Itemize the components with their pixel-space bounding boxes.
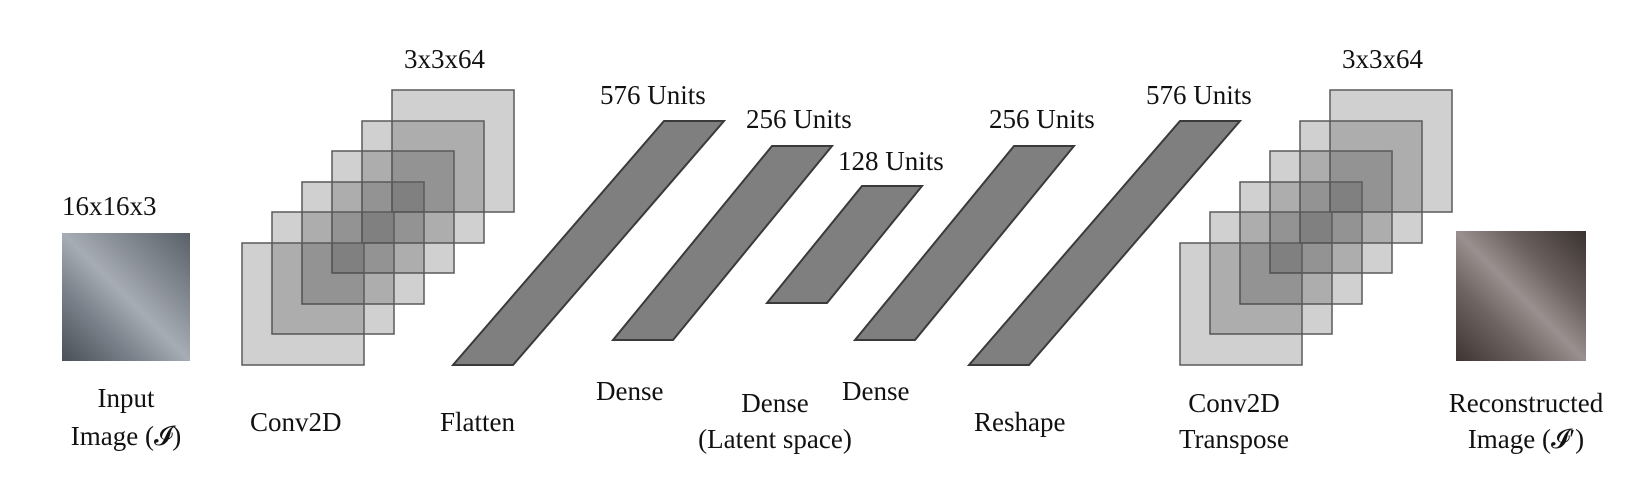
reshape-units-label: 576 Units: [1146, 80, 1252, 110]
latent-block: 128 Units Dense (Latent space): [698, 146, 944, 454]
dense2-caption: Dense: [842, 376, 909, 406]
output-caption-line1: Reconstructed: [1449, 388, 1604, 418]
dense2-layer: [852, 145, 1077, 341]
deconv-filter: [1209, 211, 1333, 335]
latent-units-label: 128 Units: [838, 146, 944, 176]
input-caption-line1: Input: [98, 383, 155, 413]
deconv-caption-line2: Transpose: [1179, 424, 1289, 454]
reconstructed-image: [1456, 231, 1586, 361]
conv-filter: [271, 211, 395, 335]
deconv-caption-line1: Conv2D: [1188, 388, 1280, 418]
dense1-block: 256 Units Dense: [596, 104, 852, 406]
dense2-units-label: 256 Units: [989, 104, 1095, 134]
conv-block: 3x3x64 Conv2D: [241, 44, 515, 437]
input-block: 16x16x3 Input Image (𝓘): [62, 191, 190, 451]
reshape-layer: [966, 120, 1243, 366]
latent-layer: [764, 185, 925, 304]
input-image: [62, 233, 190, 361]
flatten-layer: [450, 120, 727, 366]
output-block: Reconstructed Image (𝓘′): [1449, 231, 1604, 454]
conv-dims-label: 3x3x64: [404, 44, 486, 74]
input-dims-label: 16x16x3: [62, 191, 157, 221]
dense2-block: 256 Units Dense: [842, 104, 1095, 406]
input-caption-line2: Image (𝓘): [71, 421, 181, 451]
deconv-dims-label: 3x3x64: [1342, 44, 1424, 74]
dense1-caption: Dense: [596, 376, 663, 406]
conv-caption: Conv2D: [250, 407, 342, 437]
deconv-block: 3x3x64 Conv2D Transpose: [1179, 44, 1453, 454]
reshape-block: 576 Units Reshape: [966, 80, 1252, 437]
output-caption-line2: Image (𝓘′): [1468, 424, 1584, 454]
flatten-units-label: 576 Units: [600, 80, 706, 110]
latent-caption-line1: Dense: [741, 388, 808, 418]
latent-caption-line2: (Latent space): [698, 424, 852, 454]
conv-filter: [241, 242, 365, 366]
deconv-filter: [1179, 242, 1303, 366]
flatten-caption: Flatten: [440, 407, 515, 437]
dense1-layer: [610, 145, 835, 341]
reshape-caption: Reshape: [974, 407, 1065, 437]
dense1-units-label: 256 Units: [746, 104, 852, 134]
flatten-block: 576 Units Flatten: [440, 80, 727, 437]
